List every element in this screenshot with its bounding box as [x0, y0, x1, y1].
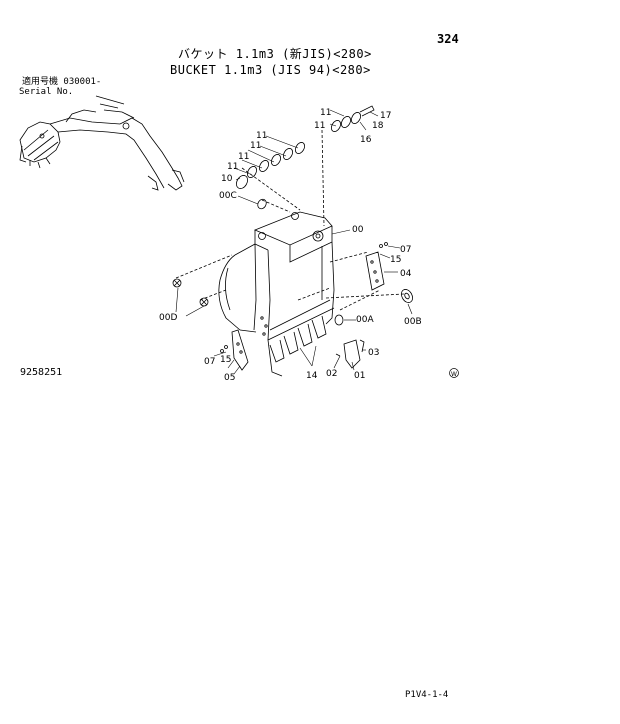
callout-00C: 00C [219, 191, 237, 201]
side-cutter-right [365, 251, 385, 291]
callout-11: 11 [256, 131, 267, 141]
callout-04: 04 [400, 269, 412, 279]
serial-label-japanese: 適用号機 030001- [22, 77, 102, 87]
callout-11: 11 [227, 162, 238, 172]
title-japanese: バケット 1.1m3 (新JIS)<280> [178, 47, 372, 61]
callout-02: 02 [326, 369, 337, 379]
leader-lines [175, 109, 413, 375]
callout-10: 10 [221, 174, 233, 184]
page-code: P1V4-1-4 [405, 690, 449, 700]
lock-02 [335, 353, 341, 357]
callout-00D: 00D [159, 313, 177, 323]
title-english: BUCKET 1.1m3 (JIS 94)<280> [170, 63, 371, 77]
callout-11: 11 [320, 108, 331, 118]
washer-00D-a [172, 278, 182, 288]
page-number: 324 [437, 32, 459, 46]
callout-07: 07 [204, 357, 215, 367]
callout-07: 07 [400, 245, 411, 255]
callout-14: 14 [306, 371, 318, 381]
pin-03 [359, 339, 365, 353]
callout-00B: 00B [404, 317, 422, 327]
callout-05: 05 [224, 373, 235, 383]
callout-11: 11 [250, 141, 261, 151]
callout-00: 00 [352, 225, 364, 235]
pin-00A [334, 314, 344, 326]
callout-00A: 00A [356, 315, 374, 325]
callout-11: 11 [314, 121, 325, 131]
callout-01: 01 [354, 371, 365, 381]
svg-text:W: W [451, 371, 457, 378]
pin-ring-stack [236, 105, 375, 210]
callout-17: 17 [380, 111, 391, 121]
excavator-arm-thumbnail [19, 95, 185, 191]
serial-label-english: Serial No. [19, 87, 74, 97]
tooth-01 [343, 339, 361, 369]
drawing-number: 9258251 [20, 367, 63, 378]
callout-16: 16 [360, 135, 372, 145]
callout-15: 15 [220, 355, 231, 365]
w-mark-icon: W [449, 368, 459, 378]
shim-00B [401, 289, 413, 303]
callout-18: 18 [372, 121, 384, 131]
callout-11: 11 [238, 152, 249, 162]
bucket-assembly [175, 129, 405, 377]
callout-15: 15 [390, 255, 401, 265]
callout-03: 03 [368, 348, 379, 358]
